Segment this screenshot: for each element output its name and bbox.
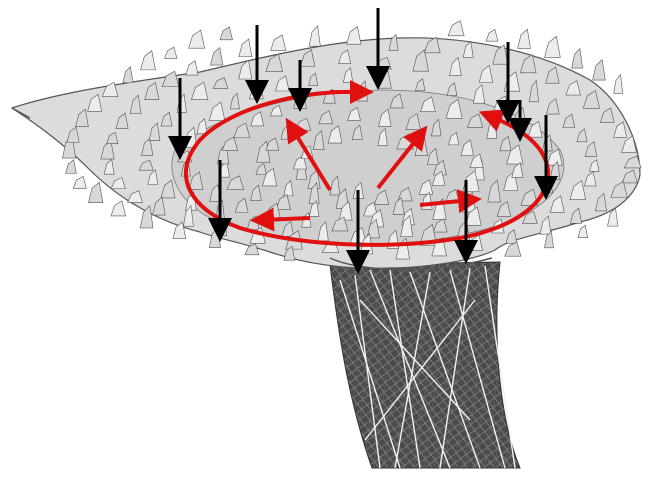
canopy-panel bbox=[88, 182, 102, 203]
trunk bbox=[330, 262, 520, 468]
canopy-panel bbox=[165, 47, 177, 58]
canopy-panel bbox=[572, 49, 583, 68]
canopy-panel bbox=[593, 60, 606, 80]
canopy-panel bbox=[309, 26, 320, 46]
canopy-panel bbox=[271, 35, 286, 50]
canopy-panel bbox=[123, 67, 133, 83]
canopy-panel bbox=[66, 160, 77, 174]
canopy-panel bbox=[210, 48, 222, 65]
canopy-panel bbox=[578, 225, 588, 237]
canopy-panel bbox=[189, 30, 205, 48]
canopy-panel bbox=[518, 29, 531, 48]
canopy-panel bbox=[239, 39, 252, 57]
arrow-icon bbox=[262, 218, 310, 220]
canopy-panel bbox=[141, 51, 156, 70]
canopy-panel bbox=[389, 35, 398, 51]
canopy-panel bbox=[505, 242, 521, 256]
canopy-panel bbox=[73, 176, 86, 188]
canopy-panel bbox=[614, 75, 623, 94]
canopy-panel bbox=[486, 29, 498, 41]
canopy-panel bbox=[545, 36, 561, 57]
canopy-panel bbox=[347, 27, 361, 45]
canopy-panel bbox=[186, 61, 198, 75]
canopy-panel bbox=[448, 21, 464, 36]
canopy-panel bbox=[111, 201, 126, 216]
canopy-panel bbox=[220, 27, 233, 40]
